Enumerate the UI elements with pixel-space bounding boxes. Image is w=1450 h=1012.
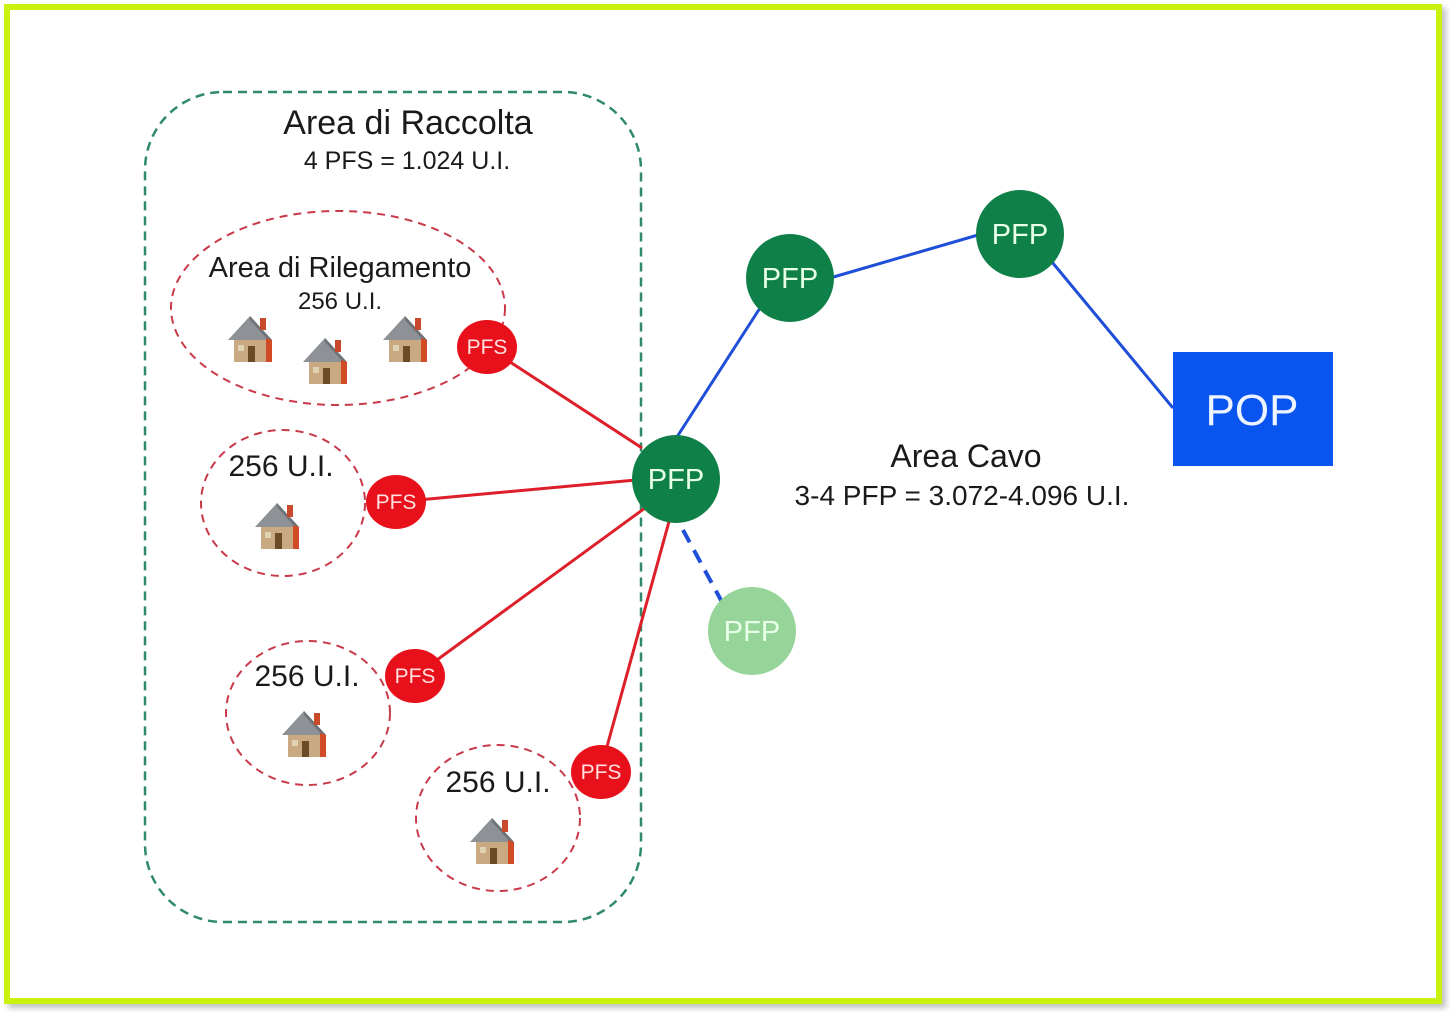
binding-area-4-boundary: [415, 744, 581, 892]
svg-text:PFS: PFS: [467, 336, 508, 359]
binding-area-3-units: 256 U.I.: [254, 660, 360, 693]
house-icon: [303, 338, 347, 384]
svg-text:PFP: PFP: [762, 263, 818, 295]
blue-links: [673, 233, 1175, 603]
link-hub-pfp-optional: [681, 529, 724, 603]
house-icon: [228, 316, 272, 362]
svg-text:PFS: PFS: [395, 665, 436, 688]
house-icon: [470, 818, 514, 864]
binding-area-1-boundary: [170, 210, 506, 406]
svg-text:PFS: PFS: [376, 491, 417, 514]
svg-text:PFS: PFS: [581, 761, 622, 784]
house-icon: [383, 316, 427, 362]
binding-area-1-title: Area di Rilegamento: [208, 252, 472, 284]
binding-area-3-boundary: [225, 640, 391, 786]
binding-area-1-units: 256 U.I.: [297, 288, 383, 315]
pop-node[interactable]: POP: [1173, 352, 1333, 466]
pfs-node-3[interactable]: PFS: [385, 649, 445, 703]
pfs-node-1[interactable]: PFS: [457, 320, 517, 374]
binding-area-2-boundary: [200, 429, 366, 577]
link-pfs-4-hub: [598, 517, 672, 773]
link-hub-pfp-2: [673, 307, 762, 441]
house-icon: [282, 711, 326, 757]
diagram-frame: [4, 4, 1442, 1004]
pfp-node-3[interactable]: PFP: [976, 190, 1064, 278]
binding-area-4-units: 256 U.I.: [445, 766, 551, 799]
collection-area-boundary: [143, 90, 643, 924]
collection-area-subtitle: 4 PFS = 1.024 U.I.: [303, 147, 511, 175]
link-pfs-1-hub: [486, 345, 643, 450]
pfp-optional-node[interactable]: PFP: [708, 587, 796, 675]
collection-area-title: Area di Raccolta: [283, 104, 533, 142]
cable-area-subtitle: 3-4 PFP = 3.072-4.096 U.I.: [794, 480, 1130, 511]
svg-text:PFP: PFP: [992, 219, 1048, 251]
pfp-hub-node[interactable]: PFP: [632, 435, 720, 523]
cable-area-title: Area Cavo: [890, 438, 1042, 474]
link-pfs-3-hub: [414, 506, 646, 678]
svg-text:PFP: PFP: [648, 464, 704, 496]
house-icon: [255, 503, 299, 549]
svg-text:POP: POP: [1206, 386, 1299, 435]
pfs-node-2[interactable]: PFS: [366, 475, 426, 529]
link-pfp-3-pop: [1050, 261, 1175, 409]
link-pfs-2-hub: [395, 478, 637, 504]
svg-text:PFP: PFP: [724, 616, 780, 648]
red-links: [395, 345, 672, 773]
binding-area-2-units: 256 U.I.: [228, 450, 334, 483]
link-pfp-2-pfp-3: [829, 233, 979, 280]
pfs-node-4[interactable]: PFS: [571, 745, 631, 799]
pfp-node-2[interactable]: PFP: [746, 234, 834, 322]
